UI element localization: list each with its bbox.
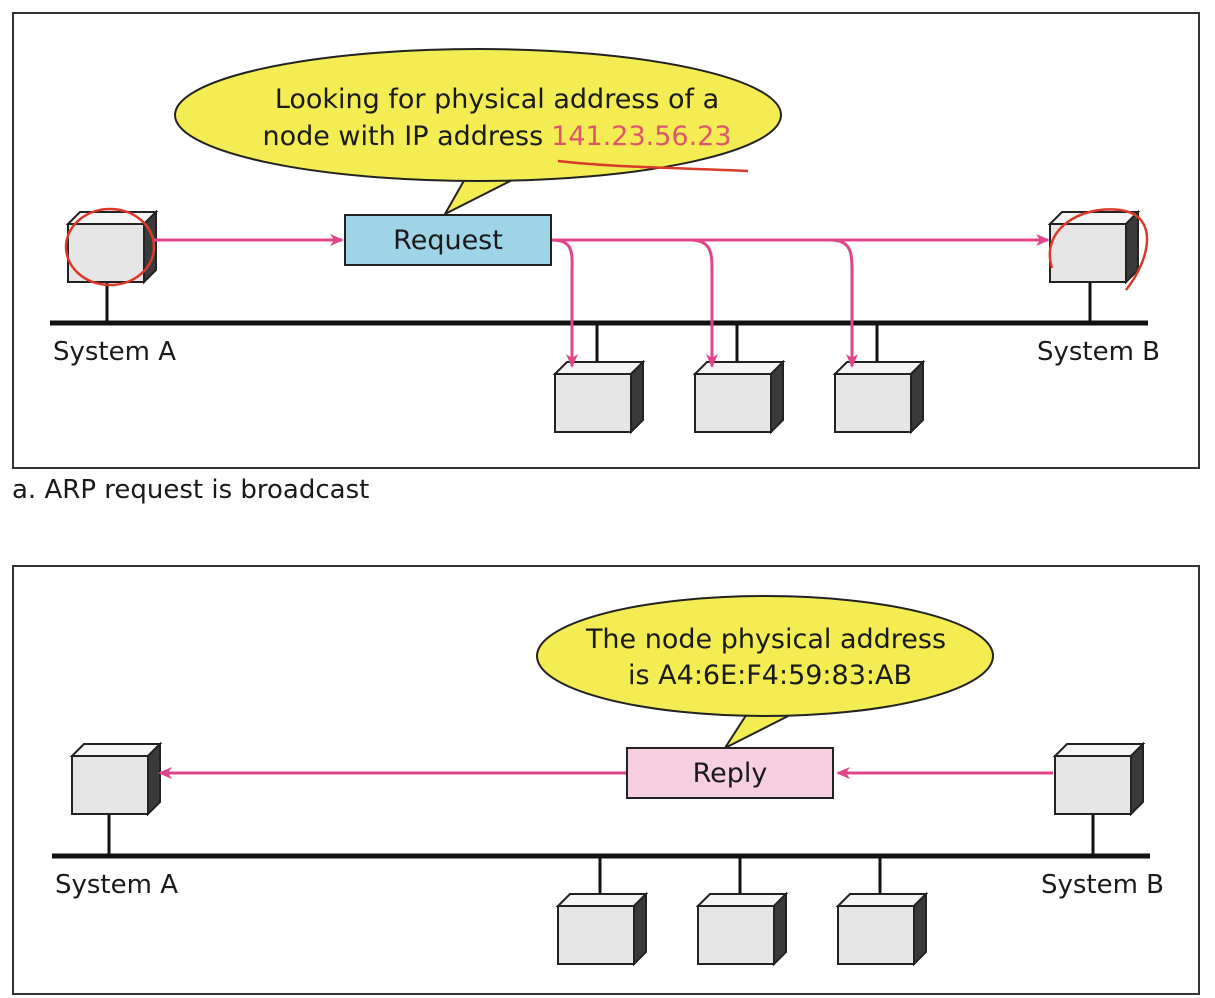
panel-a-caption: a. ARP request is broadcast [12,475,369,505]
system-a-label: System A [53,337,176,367]
other-node [554,323,644,433]
system-b-label: System B [1041,870,1164,900]
bubble-text-prefix: node with IP address [262,121,543,152]
other-node [557,856,647,965]
reply-packet: Reply [626,747,834,799]
other-node [697,856,787,965]
broadcast-arrow [551,238,578,368]
target-ip-address: 141.23.56.23 [551,121,731,152]
system-b-circle-annotation [1048,208,1149,291]
broadcast-arrow [689,238,718,368]
panel-a-frame [12,12,1200,469]
reply-bubble-line-2: is A4:6E:F4:59:83:AB [628,660,912,691]
system-a-label: System A [55,870,178,900]
bubble-text-line-2: node with IP address 141.23.56.23 [262,121,731,152]
request-label: Request [393,225,503,256]
system-a-node: System A [55,743,178,900]
other-node [834,323,924,433]
panel-a: Looking for physical address of a node w… [12,12,1200,469]
broadcast-arrow [829,238,858,368]
reply-label: Reply [693,758,768,789]
request-packet: Request [344,214,552,266]
request-speech-bubble: Looking for physical address of a node w… [174,48,782,217]
system-a-circle-annotation [64,207,156,287]
other-node [694,323,784,433]
other-node [837,856,927,965]
panel-b-frame [12,565,1200,995]
panel-b: The node physical address is A4:6E:F4:59… [12,565,1200,995]
system-b-label: System B [1037,337,1160,367]
reply-speech-bubble: The node physical address is A4:6E:F4:59… [536,595,994,751]
bubble-text-line-1: Looking for physical address of a [275,84,719,115]
reply-bubble-line-1: The node physical address [585,624,946,655]
system-b-node: System B [1037,208,1160,367]
system-b-node: System B [1041,743,1164,900]
ip-underline-annotation [557,159,749,173]
system-a-node: System A [53,207,176,367]
